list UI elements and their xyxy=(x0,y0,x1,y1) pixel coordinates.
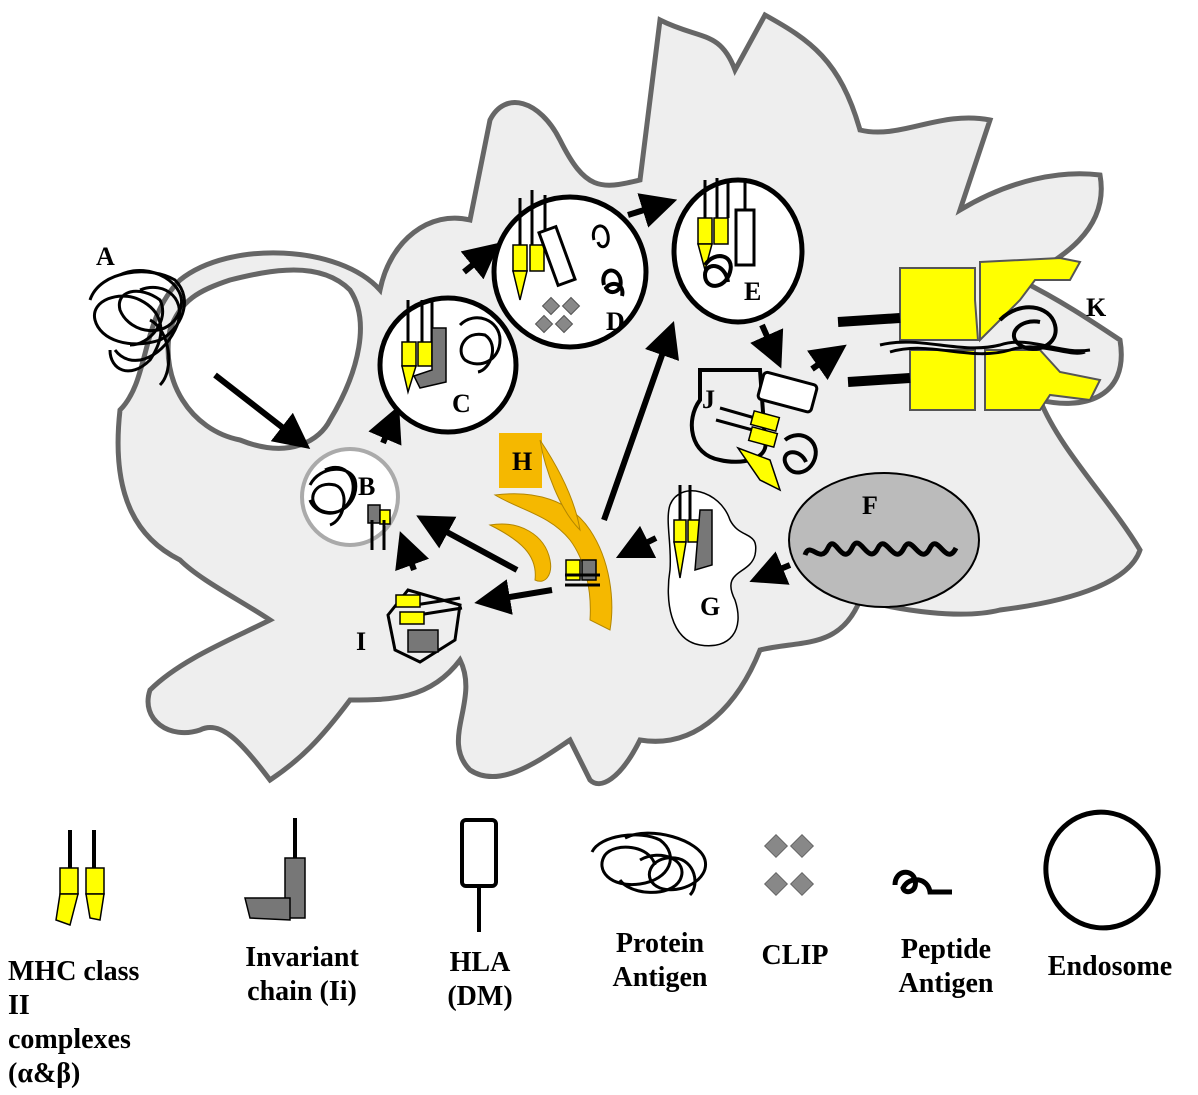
legend-peptide-line1: Peptide xyxy=(876,933,1016,967)
label-i: I xyxy=(356,627,366,656)
legend-clip-line1: CLIP xyxy=(740,939,850,973)
legend-ii-line2: chain (Ii) xyxy=(222,975,382,1009)
legend-icons xyxy=(56,799,1171,940)
label-b: B xyxy=(358,472,375,501)
legend-protein-line1: Protein xyxy=(585,927,735,961)
protein-antigen-icon xyxy=(592,833,706,895)
legend-endosome-label: Endosome xyxy=(1030,950,1190,984)
label-j: J xyxy=(702,385,715,414)
legend-mhc-line3: complexes xyxy=(8,1023,188,1057)
legend-hla-line1: HLA xyxy=(420,946,540,980)
peptide-antigen-icon xyxy=(895,872,952,892)
label-f: F xyxy=(862,491,878,520)
legend-protein-antigen-label: Protein Antigen xyxy=(585,927,735,995)
invariant-chain-icon xyxy=(245,818,305,920)
arrow-a-to-b xyxy=(215,375,296,438)
legend-mhc-class-ii-label: MHC class II complexes (α&β) xyxy=(8,955,188,1091)
legend-peptide-line2: Antigen xyxy=(876,967,1016,1001)
label-h: H xyxy=(512,447,532,476)
mhc-class-ii-icon xyxy=(56,830,104,925)
label-a: A xyxy=(96,242,115,271)
nucleus-f: F xyxy=(789,473,979,607)
endosome-icon xyxy=(1033,799,1171,940)
endosome-c: C xyxy=(380,298,516,432)
legend-ii-line1: Invariant xyxy=(222,941,382,975)
legend-invariant-chain-label: Invariant chain (Ii) xyxy=(222,941,382,1009)
legend-peptide-antigen-label: Peptide Antigen xyxy=(876,933,1016,1001)
legend-hla-dm-label: HLA (DM) xyxy=(420,946,540,1014)
hla-dm-icon xyxy=(462,820,496,932)
legend-mhc-line1: MHC class xyxy=(8,955,188,989)
legend-protein-line2: Antigen xyxy=(585,961,735,995)
label-e: E xyxy=(744,277,761,306)
clip-icon xyxy=(765,835,814,896)
label-d: D xyxy=(606,307,625,336)
label-c: C xyxy=(452,389,471,418)
legend-clip-label: CLIP xyxy=(740,939,850,973)
legend-mhc-line4: (α&β) xyxy=(8,1057,188,1091)
legend-mhc-line2: II xyxy=(8,989,188,1023)
legend-hla-line2: (DM) xyxy=(420,980,540,1014)
endosome-e: E xyxy=(674,178,802,322)
label-g: G xyxy=(700,592,720,621)
label-k: K xyxy=(1086,293,1107,322)
legend-endosome-line1: Endosome xyxy=(1030,950,1190,984)
